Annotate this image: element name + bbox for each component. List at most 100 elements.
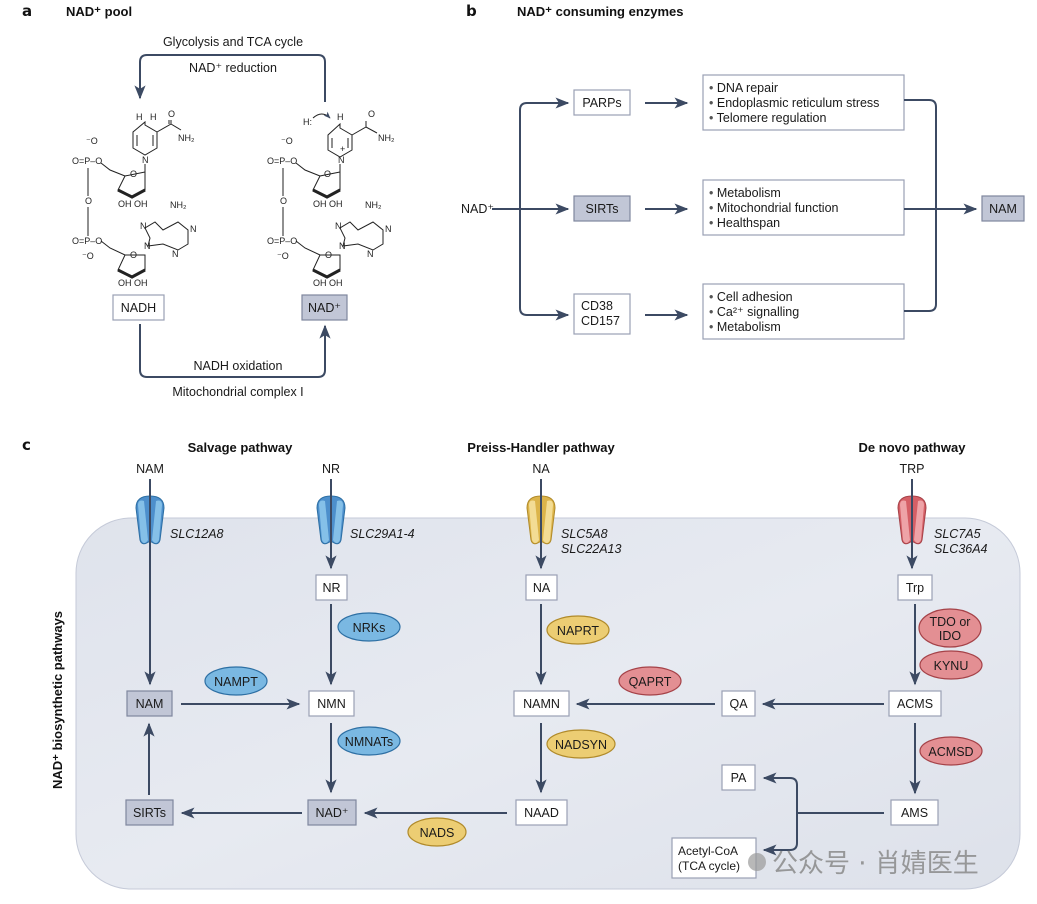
nads-label: NADS (420, 826, 455, 840)
svg-text:• Metabolism: • Metabolism (709, 320, 781, 334)
slc5a8-label: SLC5A8 (561, 527, 608, 541)
tdo-ido-enzyme (918, 608, 982, 648)
qa-metabolite: QA (729, 697, 748, 711)
atom-n: N (367, 249, 374, 259)
atom-o: O (85, 196, 92, 206)
watermark: 公众号 · 肖婧医生 (748, 849, 979, 879)
extracellular-nr: NR (322, 462, 340, 476)
nadsyn-enzyme (546, 729, 616, 759)
cd157-label: CD157 (581, 314, 620, 328)
watermark-text: 公众号 · 肖婧医生 (772, 849, 979, 879)
atom-n: N (190, 224, 197, 234)
trp-metabolite: Trp (906, 581, 924, 595)
panel-a-letter: a (22, 2, 32, 20)
panel-a-title: NAD⁺ pool (66, 4, 132, 19)
positive-charge: + (340, 144, 345, 154)
sirts-effects-list: • Metabolism • Mitochondrial function • … (709, 186, 839, 230)
hydride-label: H: (303, 117, 312, 127)
atom-o: O (324, 169, 331, 179)
nad-plus-metabolite: NAD⁺ (316, 806, 349, 820)
nadsyn-label: NADSYN (555, 738, 607, 752)
effect-item: Metabolism (717, 320, 781, 334)
tca-cycle-label: (TCA cycle) (678, 859, 740, 873)
effect-item: Healthspan (717, 216, 780, 230)
naad-metabolite: NAAD (524, 806, 559, 820)
svg-text:• Cell adhesion: • Cell adhesion (709, 290, 793, 304)
atom-n: N (142, 155, 149, 165)
atom-o: O (130, 250, 137, 260)
nampt-enzyme (204, 666, 268, 696)
naad-box (515, 799, 568, 826)
biosynthetic-pathways-side-label: NAD⁺ biosynthetic pathways (50, 611, 65, 789)
effect-item: Mitochondrial function (717, 201, 839, 215)
slc22a13-label: SLC22A13 (561, 542, 622, 556)
ams-metabolite: AMS (901, 806, 928, 820)
wechat-icon (748, 853, 766, 871)
panel-b-letter: b (466, 2, 477, 20)
nam-metabolite: NAM (136, 697, 164, 711)
atom-o-minus: ⁻O (86, 136, 98, 146)
atom-o: O (130, 169, 137, 179)
acmsd-label: ACMSD (928, 745, 973, 759)
nadh-oxidation-arrow (139, 324, 331, 378)
slc7a5-label: SLC7A5 (934, 527, 981, 541)
naprt-label: NAPRT (557, 624, 600, 638)
acms-metabolite: ACMS (897, 697, 933, 711)
svg-text:• Telomere regulation: • Telomere regulation (709, 111, 826, 125)
svg-text:• Metabolism: • Metabolism (709, 186, 781, 200)
nad-reduction-label: NAD⁺ reduction (189, 61, 277, 75)
effect-item: Ca²⁺ signalling (717, 305, 799, 319)
collector-line (904, 99, 937, 312)
atom-h: H (337, 112, 344, 122)
atom-h: H (136, 112, 143, 122)
nad-plus-box-c (307, 799, 357, 826)
panel-b: b NAD⁺ consuming enzymes NAD⁺ PARPs SIRT… (461, 2, 1025, 340)
hydroxyls: OH OH (118, 199, 148, 209)
cd38-effects-list: • Cell adhesion • Ca²⁺ signalling • Meta… (709, 290, 799, 334)
ido-label: IDO (939, 629, 962, 643)
atom-n: N (144, 241, 151, 251)
arrow-to-cd38 (519, 209, 570, 321)
effect-item: Telomere regulation (717, 111, 827, 125)
nad-plus-structure: H: H O NH₂ + N O OH OH ⁻O O=P–O O O=P–O … (267, 109, 395, 288)
extracellular-trp: TRP (900, 462, 925, 476)
de-novo-pathway-title: De novo pathway (859, 440, 967, 455)
parps-effects-list: • DNA repair • Endoplasmic reticulum str… (709, 81, 879, 125)
parps-label: PARPs (582, 96, 621, 110)
kynu-enzyme (919, 650, 983, 680)
naprt-enzyme (546, 615, 610, 645)
sirts-box-c (125, 799, 174, 826)
nrks-label: NRKs (353, 621, 386, 635)
acmsd-enzyme (919, 736, 983, 766)
acetyl-coa-box (671, 837, 757, 879)
sirts-box (573, 195, 631, 222)
atom-o-minus: ⁻O (82, 251, 94, 261)
namn-metabolite: NAMN (523, 697, 560, 711)
panel-c-letter: c (22, 436, 31, 454)
nr-box (315, 574, 348, 601)
effect-item: Cell adhesion (717, 290, 793, 304)
nad-plus-label: NAD⁺ (308, 301, 341, 315)
atom-n: N (335, 221, 342, 231)
slc12a8-label: SLC12A8 (170, 527, 224, 541)
atom-n: N (339, 241, 346, 251)
atom-o-minus: ⁻O (277, 251, 289, 261)
preiss-handler-pathway-title: Preiss-Handler pathway (467, 440, 615, 455)
tdo-or-label: TDO or (930, 615, 971, 629)
atom-n: N (338, 155, 345, 165)
pa-metabolite: PA (731, 771, 747, 785)
hydride-transfer-arrow (312, 111, 331, 119)
qaprt-enzyme (618, 666, 682, 696)
nadh-oxidation-label: NADH oxidation (194, 359, 283, 373)
sirts-metabolite: SIRTs (133, 806, 166, 820)
nmn-box (308, 690, 355, 717)
phosphate-1: O=P–O (72, 156, 102, 166)
cd38-cd157-box (573, 293, 631, 335)
nadh-box (112, 294, 165, 321)
atom-o: O (325, 250, 332, 260)
slc36a4-label: SLC36A4 (934, 542, 988, 556)
nmn-metabolite: NMN (317, 697, 345, 711)
ams-to-pa-arrow (762, 772, 798, 813)
effect-item: Endoplasmic reticulum stress (717, 96, 880, 110)
